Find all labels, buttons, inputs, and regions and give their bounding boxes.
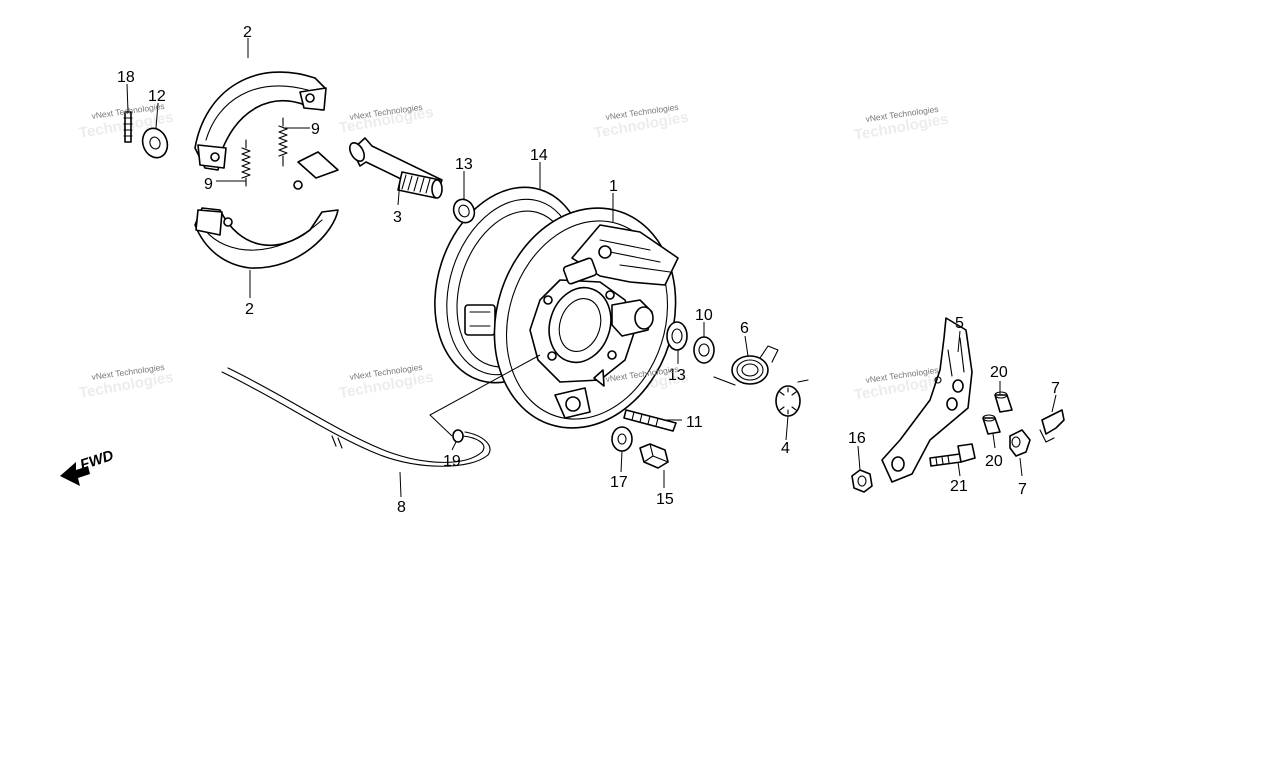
lock-washer bbox=[775, 379, 809, 417]
callout-12: 12 bbox=[148, 88, 166, 105]
breather-tube bbox=[221, 367, 491, 467]
callout-19: 19 bbox=[443, 453, 461, 470]
flat-washer bbox=[611, 426, 633, 452]
brake-shoe-upper bbox=[194, 71, 327, 171]
tube-clip bbox=[452, 429, 464, 443]
washer bbox=[141, 127, 169, 159]
callout-2-upper: 2 bbox=[243, 24, 252, 41]
brake-cam-shaft bbox=[348, 137, 443, 199]
callout-14: 14 bbox=[530, 147, 548, 164]
callout-4: 4 bbox=[781, 440, 790, 457]
flange-bolt bbox=[639, 443, 669, 469]
stud-bolt bbox=[623, 409, 677, 432]
callout-9-right: 9 bbox=[311, 121, 320, 138]
wing-nut-upper bbox=[1039, 409, 1065, 443]
callout-10: 10 bbox=[695, 307, 713, 324]
callout-2-lower: 2 bbox=[245, 301, 254, 318]
leader-lines bbox=[126, 38, 1057, 498]
callout-7-upper: 7 bbox=[1051, 380, 1060, 397]
forward-direction-arrow: FWD bbox=[60, 447, 116, 486]
fwd-label: FWD bbox=[78, 447, 116, 474]
collar-lower bbox=[982, 414, 1001, 435]
callout-9-left: 9 bbox=[204, 176, 213, 193]
pinch-bolt bbox=[929, 443, 976, 467]
callout-3: 3 bbox=[393, 209, 402, 226]
callout-20-lower: 20 bbox=[985, 453, 1003, 470]
callout-11: 11 bbox=[686, 414, 703, 431]
callout-18: 18 bbox=[117, 69, 135, 86]
callout-20-upper: 20 bbox=[990, 364, 1008, 381]
return-spring bbox=[713, 345, 779, 386]
callout-5: 5 bbox=[955, 315, 964, 332]
brake-arm bbox=[881, 317, 973, 483]
callout-labels: 1 2 2 3 4 5 6 7 7 8 9 9 10 11 12 13 13 1… bbox=[117, 24, 1060, 516]
collar-upper bbox=[994, 391, 1013, 413]
callout-8: 8 bbox=[397, 499, 406, 516]
callout-13-lower: 13 bbox=[668, 367, 686, 384]
anchor-pin bbox=[123, 111, 133, 143]
shoe-spring-left bbox=[241, 139, 251, 187]
callout-1: 1 bbox=[609, 178, 618, 195]
shoe-spring-right bbox=[278, 117, 288, 167]
callout-15: 15 bbox=[656, 491, 674, 508]
callout-16: 16 bbox=[848, 430, 866, 447]
brake-panel bbox=[493, 207, 679, 429]
callout-7-lower: 7 bbox=[1018, 481, 1027, 498]
callout-17: 17 bbox=[610, 474, 628, 491]
callout-21: 21 bbox=[950, 478, 968, 495]
dust-seal-upper bbox=[452, 198, 476, 224]
callout-6: 6 bbox=[740, 320, 749, 337]
callout-13-upper: 13 bbox=[455, 156, 473, 173]
dust-seal-lower bbox=[666, 321, 688, 351]
brake-shoe-lower bbox=[194, 151, 339, 269]
hex-nut bbox=[851, 469, 873, 493]
oil-seal bbox=[693, 336, 715, 364]
wing-nut-lower bbox=[1009, 429, 1031, 457]
